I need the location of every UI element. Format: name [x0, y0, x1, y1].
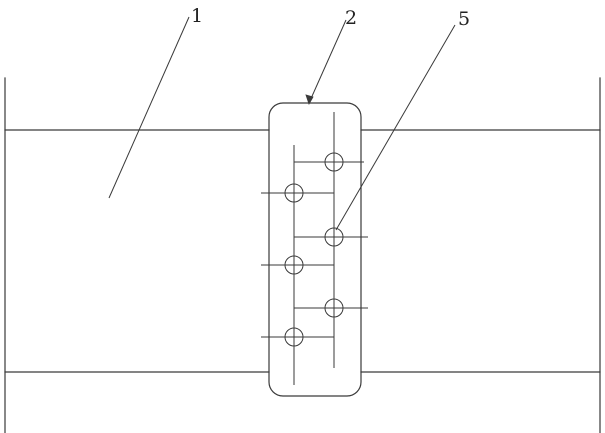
bolt-circle: [324, 152, 344, 172]
leader-arrowhead-part-2: [305, 94, 314, 105]
label-part-5: 5: [458, 8, 470, 30]
label-part-2: 2: [345, 7, 357, 29]
leader-line-part-2: [308, 19, 347, 104]
bolt-circle-part-5: [324, 227, 344, 247]
connector-plate: [268, 102, 362, 397]
bolt-circle: [324, 298, 344, 318]
bolt-circle: [284, 327, 304, 347]
bolt-circle: [284, 255, 304, 275]
label-part-1: 1: [191, 5, 203, 27]
leader-line-part-1: [108, 16, 190, 199]
leader-line-part-5: [335, 24, 456, 231]
bolt-circle: [284, 183, 304, 203]
